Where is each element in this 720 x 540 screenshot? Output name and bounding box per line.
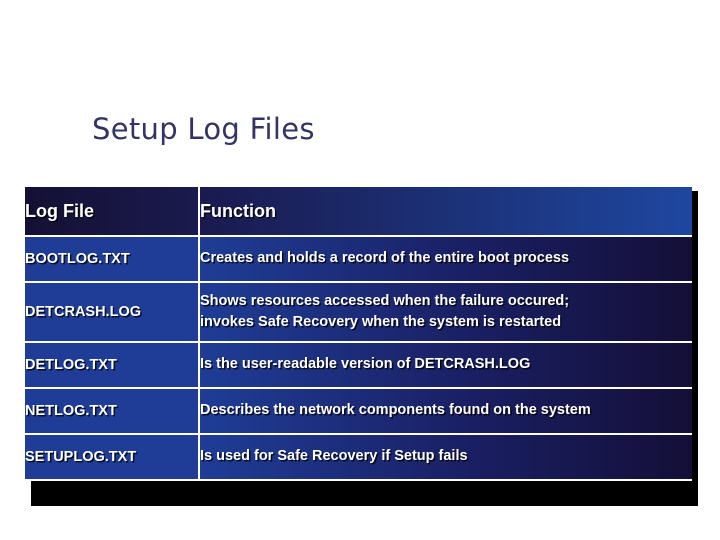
cell-log-file: NETLOG.TXT	[25, 387, 200, 435]
cell-function: Is used for Safe Recovery if Setup fails	[199, 433, 692, 481]
table-row: SETUPLOG.TXT Is used for Safe Recovery i…	[25, 433, 692, 481]
cell-function: Is the user-readable version of DETCRASH…	[199, 341, 692, 389]
column-header-function: Function	[199, 185, 692, 237]
function-line: Is the user-readable version of DETCRASH…	[200, 356, 531, 373]
table-row: BOOTLOG.TXT Creates and holds a record o…	[25, 235, 692, 283]
column-header-log-file: Log File	[25, 185, 200, 237]
cell-function: Creates and holds a record of the entire…	[199, 235, 692, 283]
cell-function: Shows resources accessed when the failur…	[199, 281, 692, 343]
table-row: DETLOG.TXT Is the user-readable version …	[25, 341, 692, 389]
cell-function: Describes the network components found o…	[199, 387, 692, 435]
function-line: Creates and holds a record of the entire…	[200, 250, 570, 267]
setup-log-files-table: Log File Function BOOTLOG.TXT Creates an…	[25, 185, 692, 481]
cell-log-file: DETLOG.TXT	[25, 341, 200, 389]
cell-log-file: DETCRASH.LOG	[25, 281, 200, 343]
function-line: invokes Safe Recovery when the system is…	[200, 314, 562, 330]
table-row: DETCRASH.LOG Shows resources accessed wh…	[25, 281, 692, 343]
function-line: Shows resources accessed when the failur…	[200, 292, 570, 309]
function-line: Describes the network components found o…	[200, 402, 591, 419]
table-row: NETLOG.TXT Describes the network compone…	[25, 387, 692, 435]
page-title: Setup Log Files	[92, 112, 315, 147]
setup-log-files-table-container: Log File Function BOOTLOG.TXT Creates an…	[25, 185, 698, 506]
function-line: Is used for Safe Recovery if Setup fails	[200, 448, 468, 465]
table-header-row: Log File Function	[25, 185, 692, 237]
cell-log-file: BOOTLOG.TXT	[25, 235, 200, 283]
cell-log-file: SETUPLOG.TXT	[25, 433, 200, 481]
